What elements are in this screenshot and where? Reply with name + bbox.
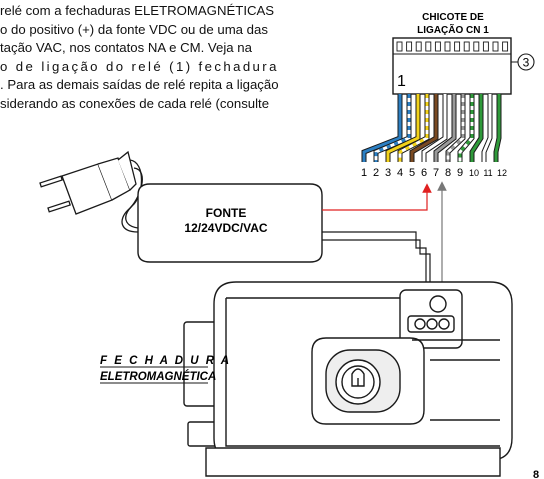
wire-number: 9 — [457, 167, 463, 179]
page-number: 8 — [533, 469, 539, 479]
power-plug-icon — [39, 150, 143, 233]
power-supply-label-line2: 12/24VDC/VAC — [184, 221, 267, 235]
wire-number: 8 — [445, 167, 451, 179]
paragraph-line: relé com a fechaduras ELETROMAGNÉTICAS — [0, 3, 275, 18]
connector-cn1: CHICOTE DE LIGAÇÃO CN 1 1 3 — [392, 12, 535, 95]
connector-pins — [396, 41, 509, 52]
wire-number: 2 — [373, 167, 379, 179]
wire-number: 10 — [469, 168, 479, 178]
pin1-marker: 1 — [397, 73, 406, 90]
wire-number: 5 — [409, 167, 415, 179]
callout-number: 3 — [523, 56, 530, 70]
paragraph-line: o de ligação do relé (1) fechadura — [0, 58, 279, 74]
wire-number: 7 — [433, 167, 439, 179]
paragraph-line: . Para as demais saídas de relé repita a… — [0, 77, 279, 92]
wire-numbers: 1 2 3 4 5 6 7 8 9 10 11 12 — [361, 167, 507, 179]
wire-number: 3 — [385, 167, 391, 179]
connector-title-line1: CHICOTE DE — [422, 12, 484, 23]
wire-number: 12 — [497, 168, 507, 178]
callout-circle — [517, 53, 535, 71]
paragraph-line: siderando as conexões de cada relé (cons… — [0, 95, 270, 111]
connector-title-line2: LIGAÇÃO CN 1 — [417, 23, 489, 36]
supply-to-lock-wires — [322, 231, 431, 320]
paragraph-line: o do positivo (+) da fonte VDC ou de uma… — [0, 21, 268, 37]
power-supply-box: FONTE 12/24VDC/VAC — [137, 183, 323, 263]
wire-harness — [361, 94, 502, 162]
paragraph-line: tação VAC, nos contatos NA e CM. Veja na — [0, 40, 252, 55]
power-supply-label-line1: FONTE — [206, 206, 247, 220]
lock-label: F E C H A D U R A ELETROMAGNÉTICA — [100, 355, 231, 384]
wire-number: 6 — [421, 167, 427, 179]
wire-number: 11 — [483, 168, 492, 178]
lock-label-line1: F E C H A D U R A — [100, 355, 231, 367]
connector-body — [392, 37, 512, 95]
wire-number: 1 — [361, 167, 367, 179]
instruction-paragraph: relé com a fechaduras ELETROMAGNÉTICAS o… — [0, 2, 382, 113]
wire-number: 4 — [397, 167, 403, 179]
lock-label-line2: ELETROMAGNÉTICA — [100, 370, 216, 383]
positive-wire — [322, 183, 432, 211]
electromagnetic-lock — [183, 281, 513, 477]
